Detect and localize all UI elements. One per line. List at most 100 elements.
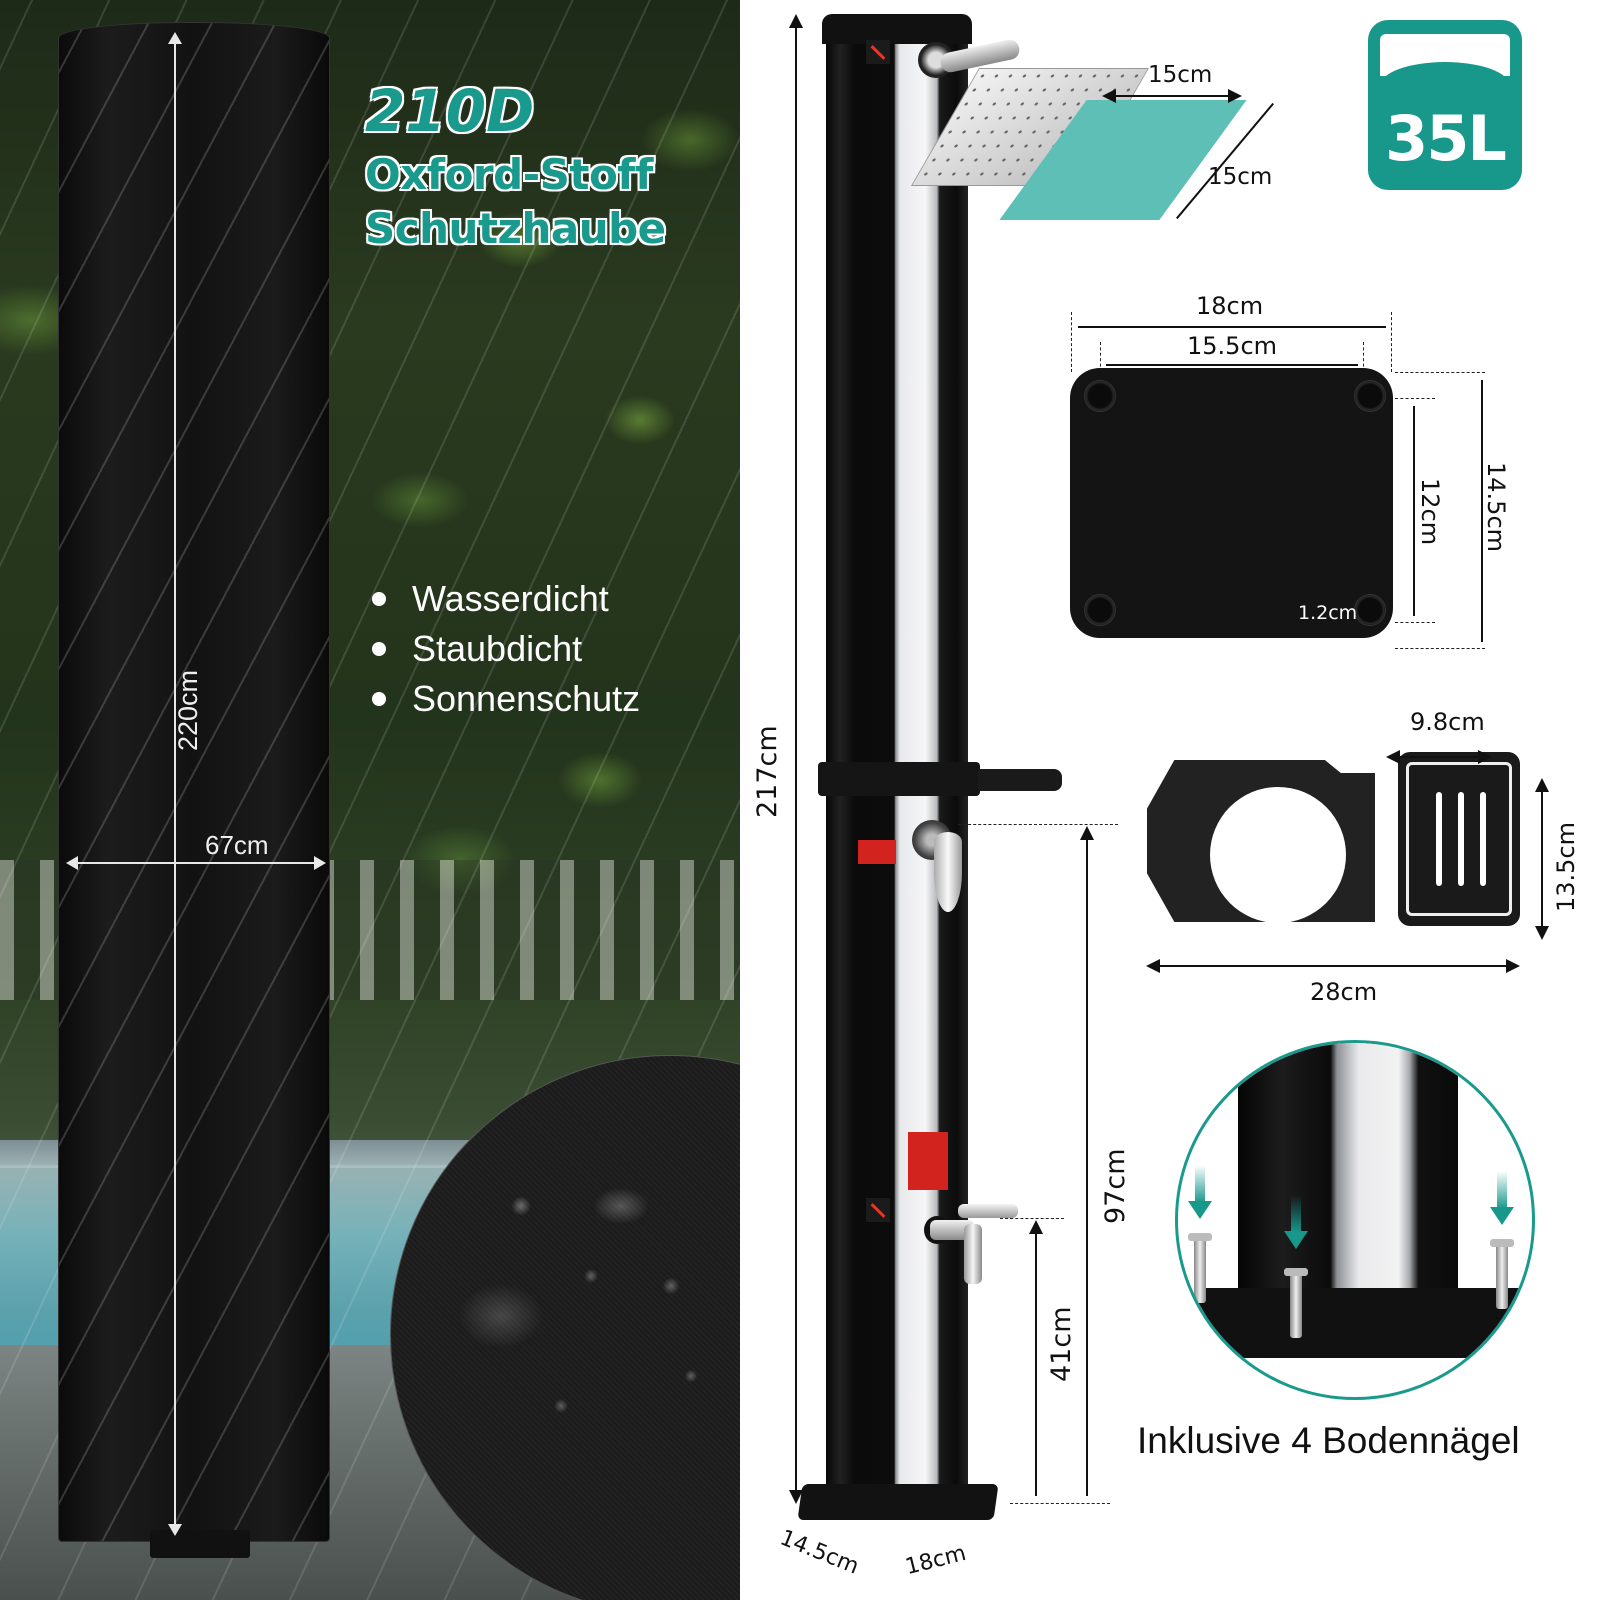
mixer-height-guide (958, 824, 1118, 825)
floor-guide (1010, 1503, 1110, 1504)
ground-nail (1490, 1239, 1514, 1309)
tray-height-line (1541, 784, 1543, 934)
plate-hole-height-line (1413, 406, 1415, 616)
ground-nails-caption: Inklusive 4 Bodennägel (1137, 1420, 1520, 1461)
arrow-down-icon (1535, 926, 1549, 940)
protective-cover (58, 22, 330, 1542)
arrow-up-icon (1535, 778, 1549, 792)
water-tank-icon (1380, 34, 1510, 102)
head-width-label: 15cm (1148, 62, 1213, 88)
insert-arrow-icon (1284, 1195, 1308, 1255)
drain-slot (1436, 792, 1442, 886)
tray-width-label: 9.8cm (1410, 708, 1485, 736)
bullet-icon (372, 692, 386, 706)
arrow-up-icon (789, 14, 803, 28)
head-depth-label: 15cm (1208, 164, 1273, 190)
plate-guide (1391, 312, 1392, 372)
head-width-dimension-line (1108, 95, 1234, 97)
plate-outer-height-line (1481, 380, 1483, 642)
arrow-up-icon (1080, 826, 1094, 840)
no-tools-icon (866, 1198, 890, 1222)
plate-hole-height-label: 12cm (1416, 478, 1444, 546)
feature-label: Staubdicht (412, 628, 583, 669)
base-width-label: 18cm (902, 1540, 969, 1581)
rain-streaks (59, 23, 329, 1541)
hole-diameter-label: 1.2cm (1298, 602, 1358, 624)
arrow-right-icon (1506, 959, 1520, 973)
cover-height-label: 220cm (173, 669, 204, 752)
plate-outer-width-label: 18cm (1196, 292, 1264, 320)
total-height-dimension-line (795, 18, 797, 1496)
feature-item: Wasserdicht (370, 574, 640, 624)
plate-guide (1395, 398, 1435, 399)
mounting-hole (1084, 380, 1116, 412)
base-flange (1181, 1288, 1532, 1358)
mixer-height-dimension-line (1086, 832, 1088, 1496)
mixer-height-label: 97cm (1100, 1148, 1131, 1224)
plate-guide (1100, 342, 1101, 372)
bracket-opening (1210, 787, 1346, 923)
cover-base (150, 1530, 250, 1558)
title-product: Schutzhaube (364, 204, 667, 253)
plate-guide (1395, 648, 1485, 649)
arrow-right-icon (1228, 89, 1242, 103)
soap-dish-rim (1406, 762, 1512, 916)
feature-label: Sonnenschutz (412, 678, 641, 719)
tray-height-label: 13.5cm (1552, 821, 1580, 912)
tap-height-label: 41cm (1046, 1306, 1077, 1382)
mounting-hole (1354, 380, 1386, 412)
total-length-label: 28cm (1310, 978, 1378, 1006)
soap-dish (1398, 752, 1520, 926)
drain-slot (1458, 792, 1464, 886)
ground-nail (1188, 1233, 1212, 1303)
plate-guide (1363, 342, 1364, 372)
feature-item: Staubdicht (370, 624, 640, 674)
base-depth-label: 14.5cm (776, 1525, 863, 1580)
title-denier: 210D (364, 77, 535, 145)
column-cap (822, 14, 972, 44)
mixer-handle (934, 832, 962, 912)
plate-outer-height-label: 14.5cm (1482, 462, 1510, 553)
plate-guide (1395, 372, 1485, 373)
plate-hole-width-label: 15.5cm (1187, 332, 1278, 360)
capacity-badge: 35L (1368, 20, 1522, 190)
drain-slot (1480, 792, 1486, 886)
insert-arrow-icon (1188, 1165, 1212, 1225)
plate-hole-width-line (1106, 364, 1358, 366)
arrow-left-icon (1146, 959, 1160, 973)
column-post (1238, 1043, 1458, 1293)
bullet-icon (372, 592, 386, 606)
total-length-line (1152, 965, 1514, 967)
title-material: Oxford-Stoff (364, 150, 654, 199)
arrow-left-icon (1102, 89, 1116, 103)
tap-lever (958, 1204, 1018, 1218)
no-tools-icon (866, 40, 890, 64)
tap-stem (930, 1220, 974, 1240)
ground-nails-closeup (1175, 1040, 1535, 1400)
safety-warning-label (908, 1132, 948, 1190)
arrow-left-icon (1386, 750, 1400, 764)
foot-tap (924, 1204, 1018, 1290)
soap-tray-ring (818, 762, 980, 796)
arrow-down-icon (789, 1490, 803, 1504)
insert-arrow-icon (1490, 1171, 1514, 1231)
mounting-hole (1354, 594, 1386, 626)
temperature-warning-label (858, 840, 896, 864)
mounting-hole (1084, 594, 1116, 626)
feature-list: Wasserdicht Staubdicht Sonnenschutz (370, 574, 640, 724)
feature-item: Sonnenschutz (370, 674, 640, 724)
plate-guide (1395, 622, 1435, 623)
arrow-up-icon (1029, 1220, 1043, 1234)
plate-guide (1071, 312, 1072, 372)
soap-tray (978, 769, 1062, 791)
tap-spout (964, 1224, 982, 1284)
total-height-label: 217cm (752, 725, 783, 818)
tap-height-guide (1000, 1218, 1064, 1219)
bullet-icon (372, 642, 386, 656)
tray-width-line (1394, 756, 1488, 758)
capacity-value: 35L (1385, 102, 1507, 175)
ground-nail (1284, 1268, 1308, 1338)
cover-width-label: 67cm (205, 830, 269, 860)
feature-label: Wasserdicht (412, 578, 609, 619)
cover-photo-panel: 220cm 67cm 210D Oxford-Stoff Schutzhaube… (0, 0, 740, 1600)
